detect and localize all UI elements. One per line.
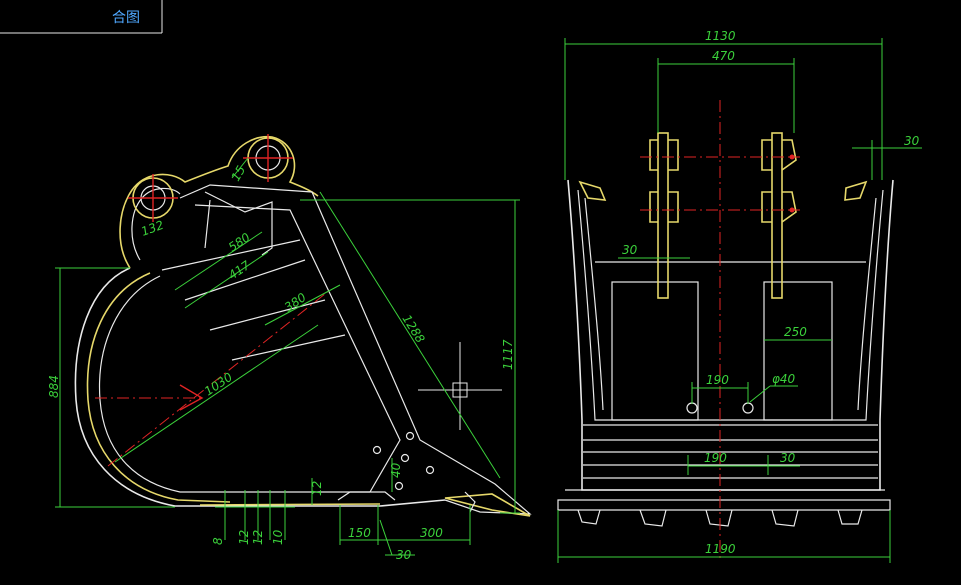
- dim-190-lower: 190: [704, 451, 727, 465]
- front-right-ear: [844, 180, 868, 201]
- front-hole-right: [742, 402, 754, 414]
- dim-150: 150: [348, 526, 371, 540]
- front-hole-left: [686, 402, 698, 414]
- side-plate-hollow: [204, 191, 273, 256]
- dim-15: 15: [228, 163, 248, 183]
- bucket-inner-shell: [98, 275, 370, 493]
- dim-30-left: 30: [622, 243, 638, 257]
- front-lugs: [649, 132, 797, 299]
- side-center-arrow: [179, 384, 204, 411]
- dim-30-lower: 30: [780, 451, 796, 465]
- front-dimensions: 1130 470 30 30 250 190 φ40: [557, 29, 922, 563]
- dim-132: 132: [139, 218, 165, 239]
- dim-40: 40: [389, 462, 403, 478]
- front-body-inner: [577, 189, 884, 421]
- dim-1288: 1288: [399, 312, 427, 346]
- dim-250: 250: [784, 325, 807, 339]
- front-base-plate: [557, 499, 891, 511]
- dim-470: 470: [712, 49, 735, 63]
- bucket-edge-strip: [86, 272, 231, 503]
- bucket-tooth: [444, 493, 531, 517]
- dim-12c: 12: [310, 481, 324, 496]
- front-teeth: [577, 509, 863, 527]
- bolt-hole-5: [394, 481, 404, 491]
- bucket-lip-strip: [199, 503, 381, 506]
- bucket-ear-plate: [119, 136, 319, 269]
- bolt-hole-1: [372, 445, 382, 455]
- bucket-outer-shell: [74, 267, 446, 507]
- bucket-tooth-adapter: [337, 491, 476, 513]
- side-plate-outline: [179, 184, 532, 515]
- bolt-hole-3: [400, 453, 410, 463]
- dim-884: 884: [47, 375, 61, 398]
- front-right-panel: [763, 281, 833, 421]
- dim-1030: 1030: [202, 370, 235, 399]
- side-plate-rib: [161, 239, 346, 361]
- front-lip-band-1: [583, 424, 878, 479]
- bolt-hole-4: [425, 465, 435, 475]
- dim-1130: 1130: [705, 29, 736, 43]
- front-view: 1130 470 30 30 250 190 φ40: [557, 29, 922, 563]
- dim-190: 190: [706, 373, 729, 387]
- dim-12a: 12: [237, 530, 251, 545]
- dim-1190: 1190: [705, 542, 736, 556]
- side-view: 884 1117 1288 1030 580 417 380 132: [47, 134, 532, 562]
- front-body-outline: [567, 179, 894, 491]
- dim-10: 10: [271, 529, 285, 545]
- dim-30: 30: [396, 548, 412, 562]
- dim-300: 300: [420, 526, 443, 540]
- dim-phi40: φ40: [772, 372, 796, 386]
- bolt-hole-2: [405, 431, 415, 441]
- side-plate-inner: [194, 204, 401, 493]
- crosshair-cursor-icon: [418, 342, 502, 430]
- front-body-inner-2: [584, 197, 877, 411]
- dim-1117: 1117: [501, 339, 515, 370]
- title-tag: 合图: [0, 0, 163, 34]
- front-left-panel: [611, 281, 699, 421]
- title-tag-text: 合图: [112, 10, 140, 26]
- front-left-ear: [578, 180, 607, 201]
- dim-8: 8: [211, 537, 225, 545]
- dim-12b: 12: [251, 530, 265, 545]
- dim-30-top: 30: [904, 134, 920, 148]
- side-centerline-1: [107, 289, 331, 467]
